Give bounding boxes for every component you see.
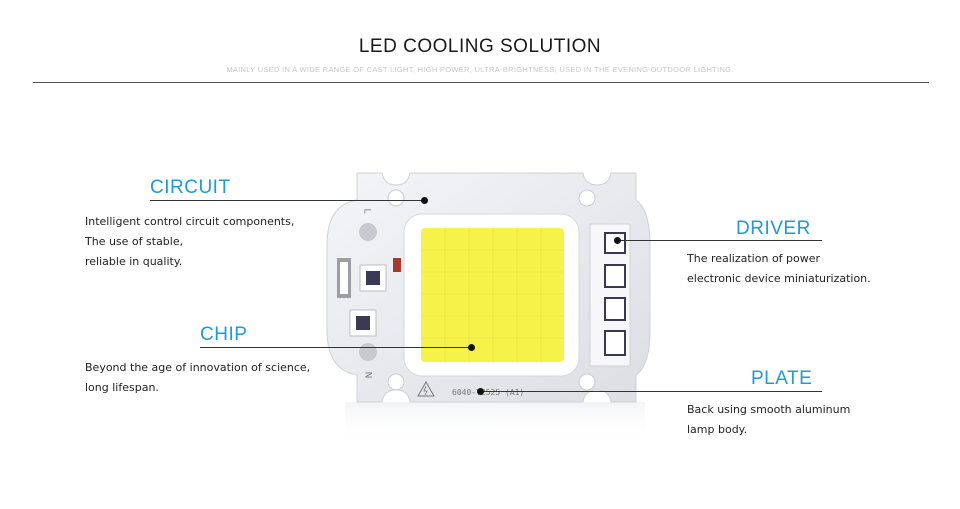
solder-pad-top [359,223,377,241]
aluminum-plate [326,172,651,403]
chip-frame [403,213,580,377]
plate-leader-dot [477,388,484,395]
pin-label-top: L [361,208,372,214]
led-chip-pattern [421,228,564,362]
circuit-leader-line [150,200,422,201]
driver-pads [604,232,626,356]
page-title: LED COOLING SOLUTION [358,36,602,57]
chip-description: Beyond the age of innovation of science,… [85,361,311,394]
chip-leader-line [200,347,470,348]
circuit-heading: CIRCUIT [150,177,231,198]
driver-description: The realization of power electronic devi… [687,252,871,285]
title-divider [33,82,929,83]
mount-hole-top-left [387,189,405,207]
mount-hole-bottom-left [387,373,405,391]
driver-panel [589,223,631,367]
solder-pad-bottom [359,343,377,361]
driver-leader-line [620,240,822,241]
circuit-description: Intelligent control circuit components, … [85,215,295,268]
driver-leader-dot [614,237,621,244]
mount-hole-top-right [578,189,596,207]
circuit-leader-dot [421,197,428,204]
plate-heading: PLATE [751,368,813,389]
ic-component-2 [349,309,377,337]
chip-leader-dot [468,344,475,351]
ic-component-1 [359,264,387,292]
capacitor [393,258,401,272]
chip-heading: CHIP [200,324,248,345]
warning-triangle-icon [417,380,435,397]
board-marking: 6040-Y2525 (A1) [452,388,525,397]
plate-description: Back using smooth aluminum lamp body. [687,403,851,436]
plate-leader-line [484,391,822,392]
resistor [337,258,351,298]
mount-hole-bottom-right [578,373,596,391]
led-chip [421,228,564,362]
driver-heading: DRIVER [736,218,811,239]
plate-reflection [345,402,645,442]
pin-label-bottom: N [362,371,373,379]
page-subtitle: MAINLY USED IN A WIDE RANGE OF CAST LIGH… [226,65,734,74]
